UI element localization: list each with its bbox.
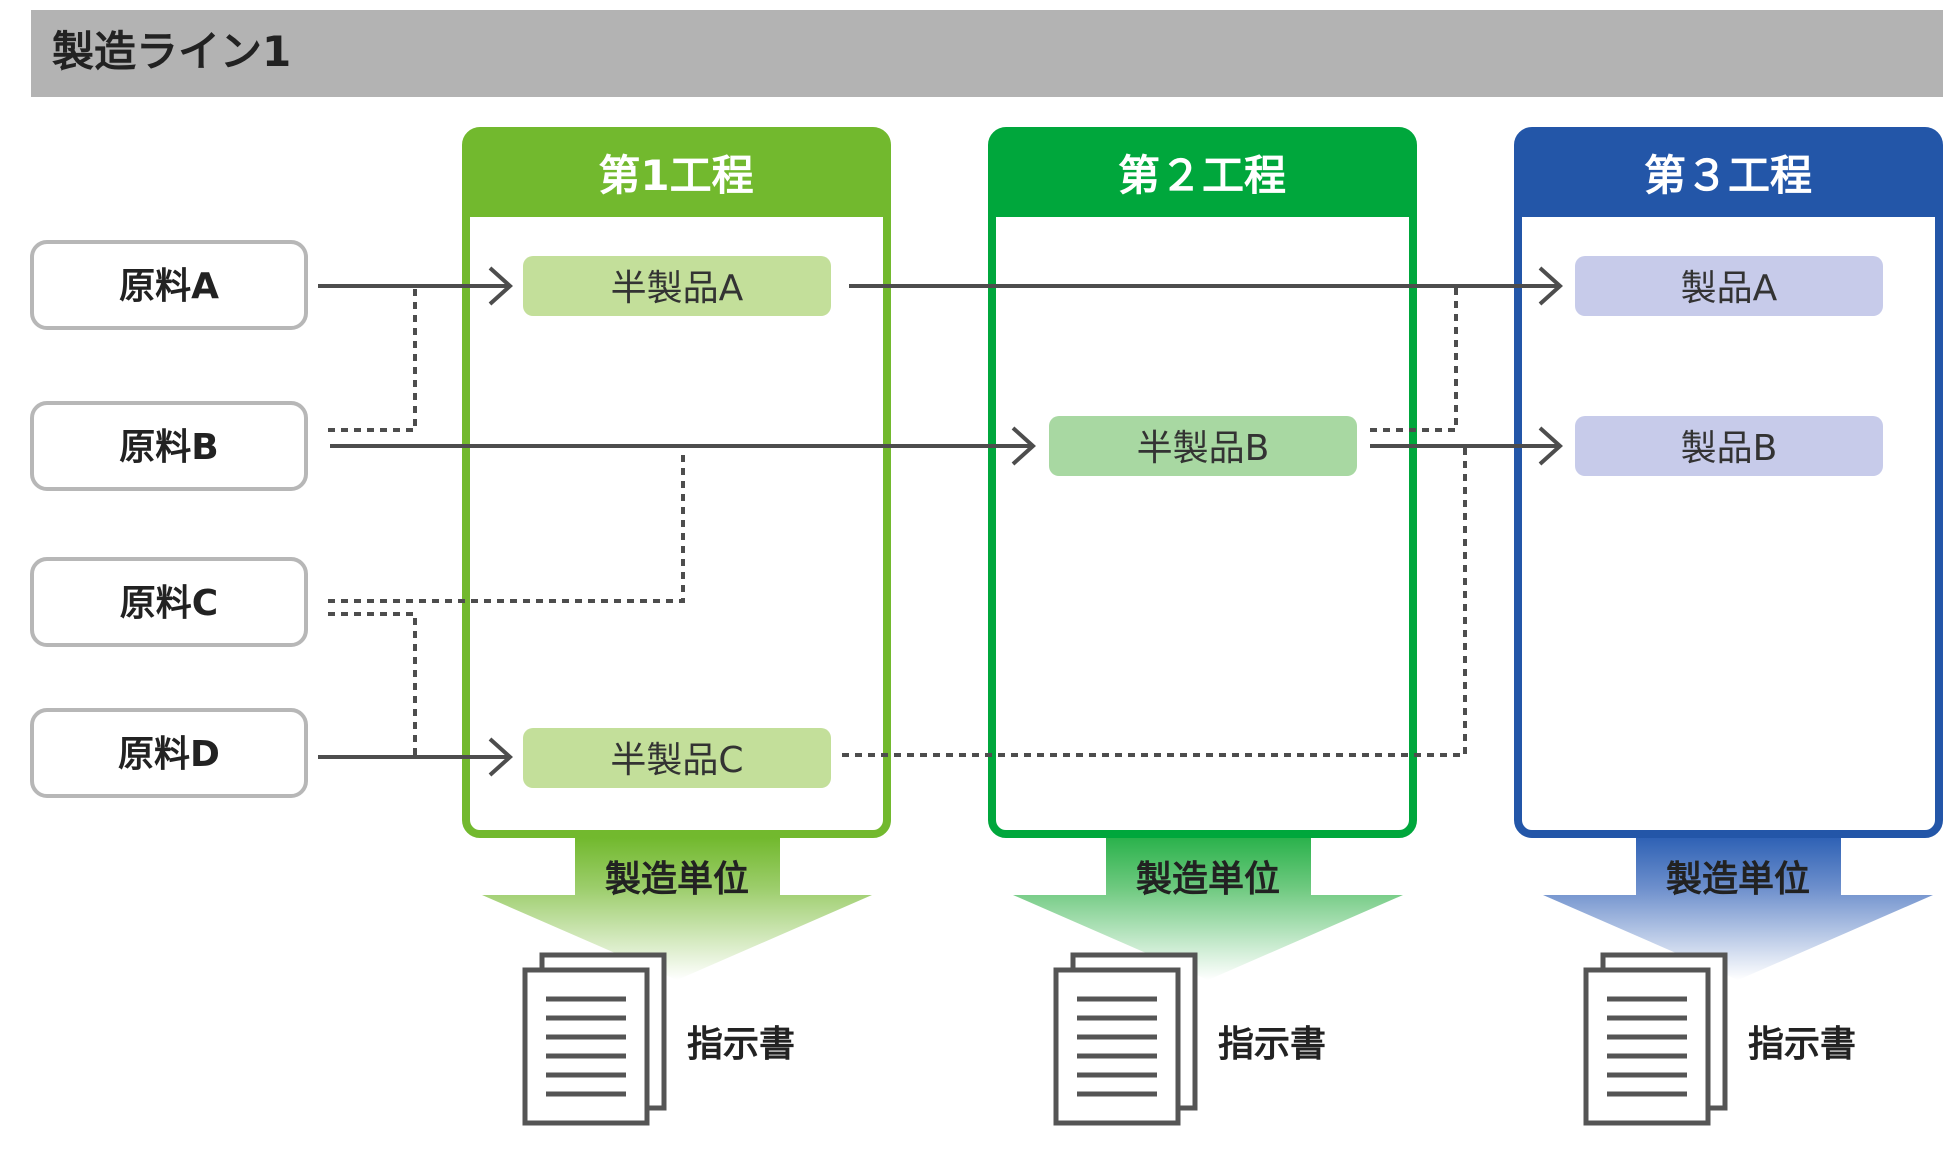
dotted-b-to-a — [328, 286, 417, 432]
process-1-doc-label: 指示書 — [687, 1024, 795, 1065]
arrowhead-icon — [488, 266, 513, 306]
material-b: 原料B — [30, 401, 308, 491]
arrowhead-icon — [1011, 426, 1036, 466]
item-hanseihin-c-label: 半製品C — [610, 740, 743, 781]
material-a: 原料A — [30, 240, 308, 330]
material-b-box — [30, 401, 308, 491]
document-icon — [522, 952, 667, 1126]
material-d-box — [30, 708, 308, 798]
process-2-title: 第２工程 — [1118, 151, 1286, 200]
material-a-label: 原料A — [119, 266, 219, 307]
material-c: 原料C — [30, 557, 308, 647]
document-icon — [1583, 952, 1728, 1126]
process-3: 第３工程 製品A 製品B 製造単位 指示書 — [1514, 127, 1943, 1126]
item-seihin-b — [1575, 416, 1883, 476]
arrowhead-icon — [1538, 426, 1563, 466]
process-3-doc-label: 指示書 — [1748, 1024, 1856, 1065]
item-hanseihin-b — [1049, 416, 1357, 476]
item-seihin-a-label: 製品A — [1681, 268, 1778, 309]
item-hanseihin-b-label: 半製品B — [1137, 428, 1270, 469]
process-1-unit-label: 製造単位 — [605, 859, 749, 900]
process-2: 第２工程 半製品B 製造単位 指示書 — [988, 127, 1417, 1126]
material-c-box — [30, 557, 308, 647]
process-2-frame — [988, 127, 1417, 838]
material-a-box — [30, 240, 308, 330]
process-3-title: 第３工程 — [1644, 151, 1812, 200]
process-3-frame — [1514, 127, 1943, 838]
process-2-header — [992, 131, 1413, 217]
arrowhead-icon — [488, 737, 513, 777]
material-d-label: 原料D — [118, 734, 220, 775]
material-d: 原料D — [30, 708, 308, 798]
item-hanseihin-a — [523, 256, 831, 316]
process-1-title: 第1工程 — [598, 151, 753, 200]
material-c-label: 原料C — [120, 583, 218, 624]
process-1-header — [466, 131, 887, 217]
process-3-unit-label: 製造単位 — [1666, 859, 1810, 900]
item-seihin-b-label: 製品B — [1681, 428, 1778, 469]
process-3-unit-arrow — [1543, 838, 1933, 980]
item-seihin-a — [1575, 256, 1883, 316]
dotted-c-to-b-line — [328, 452, 685, 603]
solid-flow-lines — [318, 266, 1563, 777]
dotted-flow-lines — [328, 286, 1467, 757]
arrowhead-icon — [1538, 266, 1563, 306]
item-hanseihin-a-label: 半製品A — [611, 268, 744, 309]
header-bar — [31, 10, 1943, 97]
material-b-label: 原料B — [119, 427, 218, 468]
header-title: 製造ライン1 — [52, 27, 291, 76]
process-3-header — [1518, 131, 1939, 217]
process-2-doc-label: 指示書 — [1218, 1024, 1326, 1065]
process-1-unit-arrow — [482, 838, 872, 980]
dotted-hanseihin-b-to-a-line — [1370, 286, 1458, 432]
document-icon — [1053, 952, 1198, 1126]
item-hanseihin-c — [523, 728, 831, 788]
process-2-unit-label: 製造単位 — [1136, 859, 1280, 900]
dotted-c-to-d-line — [328, 612, 417, 757]
process-1: 第1工程 半製品A 半製品C 製造単位 指示書 — [462, 127, 891, 1126]
process-2-unit-arrow — [1013, 838, 1403, 980]
